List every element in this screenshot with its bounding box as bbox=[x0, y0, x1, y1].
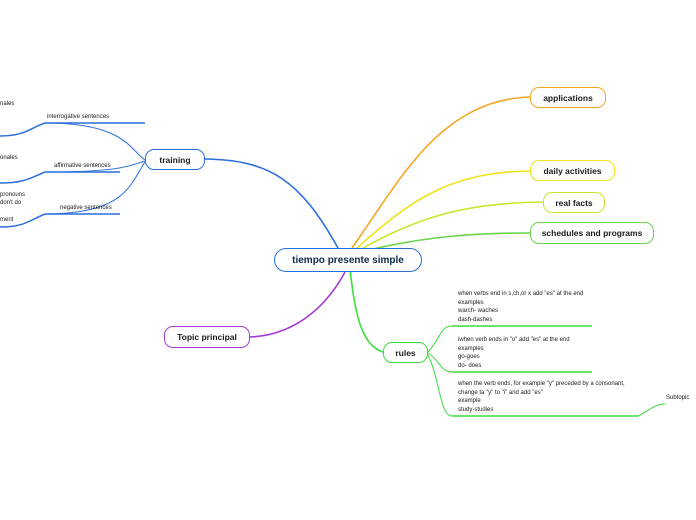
rule-3[interactable]: when the verb ends, for example "y" prec… bbox=[458, 380, 625, 414]
cut-text-1: nales bbox=[0, 101, 15, 107]
topic-daily-activities-label: daily activities bbox=[543, 165, 602, 176]
topic-rules[interactable]: rules bbox=[383, 342, 428, 363]
rule-3-line-3: example bbox=[458, 398, 481, 404]
connector-rules bbox=[349, 269, 384, 353]
topic-training[interactable]: training bbox=[145, 149, 205, 170]
subtopic-interrogative[interactable]: interrogative sentences bbox=[47, 114, 110, 120]
rule-1-line-2: examples bbox=[458, 299, 484, 306]
connector-real-facts bbox=[357, 201, 544, 252]
connector-cut-1 bbox=[0, 122, 46, 137]
connector-daily-activities bbox=[354, 170, 531, 251]
connector-rule-3 bbox=[427, 354, 453, 417]
topic-rules-label: rules bbox=[395, 347, 416, 358]
topic-principal[interactable]: Topic principal bbox=[164, 326, 250, 348]
central-topic-label: tiempo presente simple bbox=[292, 254, 404, 266]
connector-interrogative bbox=[44, 122, 146, 161]
topic-training-label: training bbox=[159, 154, 191, 165]
connector-cut-2 bbox=[0, 171, 46, 184]
subtopic-generic[interactable]: Subtopic bbox=[666, 395, 690, 401]
topic-real-facts-label: real facts bbox=[555, 197, 593, 208]
connector-subtopic bbox=[637, 403, 666, 417]
rule-2-line-4: do- does bbox=[458, 362, 482, 369]
topic-real-facts[interactable]: real facts bbox=[543, 192, 605, 213]
connector-schedules bbox=[359, 232, 531, 253]
rule-1-line-4: dash-dashes bbox=[458, 316, 493, 323]
rule-1-line-1: when verbs end in s,ch,or x add "es" at … bbox=[458, 291, 584, 297]
topic-schedules-label: schedules and programs bbox=[541, 228, 643, 238]
rule-3-line-4: study-studies bbox=[458, 406, 494, 413]
cut-text-3: pronouns bbox=[0, 192, 26, 198]
cut-text-4: don't do bbox=[0, 200, 22, 206]
rule-3-line-2: change ta "y" to "i" and add "es" bbox=[458, 389, 543, 396]
rule-2[interactable]: iwhen verb ends in "o" add "es" at the e… bbox=[458, 336, 570, 370]
connector-training bbox=[204, 158, 339, 249]
topic-schedules[interactable]: schedules and programs bbox=[530, 222, 654, 244]
rule-2-line-2: examples bbox=[458, 345, 484, 352]
topic-applications-label: applications bbox=[543, 92, 593, 103]
rule-1-line-3: warch- waches bbox=[458, 308, 499, 314]
connector-negative bbox=[44, 161, 146, 215]
subtopic-affirmative[interactable]: affirmative sentences bbox=[54, 163, 111, 169]
cut-text-5: ment bbox=[0, 217, 14, 223]
connector-applications bbox=[351, 96, 531, 249]
topic-principal-label: Topic principal bbox=[177, 332, 237, 342]
rule-3-line-1: when the verb ends, for example "y" prec… bbox=[458, 381, 625, 387]
subtopic-negative[interactable]: negative sentences bbox=[60, 205, 112, 211]
connector-rule-1 bbox=[427, 325, 453, 353]
central-topic[interactable]: tiempo presente simple bbox=[274, 248, 422, 272]
connector-topic-principal bbox=[249, 271, 346, 338]
connector-cut-3 bbox=[0, 213, 46, 228]
topic-daily-activities[interactable]: daily activities bbox=[530, 160, 615, 181]
cut-text-2: onales bbox=[0, 155, 18, 161]
rule-2-line-1: iwhen verb ends in "o" add "es" at the e… bbox=[458, 337, 570, 343]
rule-1[interactable]: when verbs end in s,ch,or x add "es" at … bbox=[458, 290, 583, 324]
rule-2-line-3: go-goes bbox=[458, 354, 480, 360]
topic-applications[interactable]: applications bbox=[530, 87, 606, 108]
connector-rule-2 bbox=[427, 352, 453, 373]
